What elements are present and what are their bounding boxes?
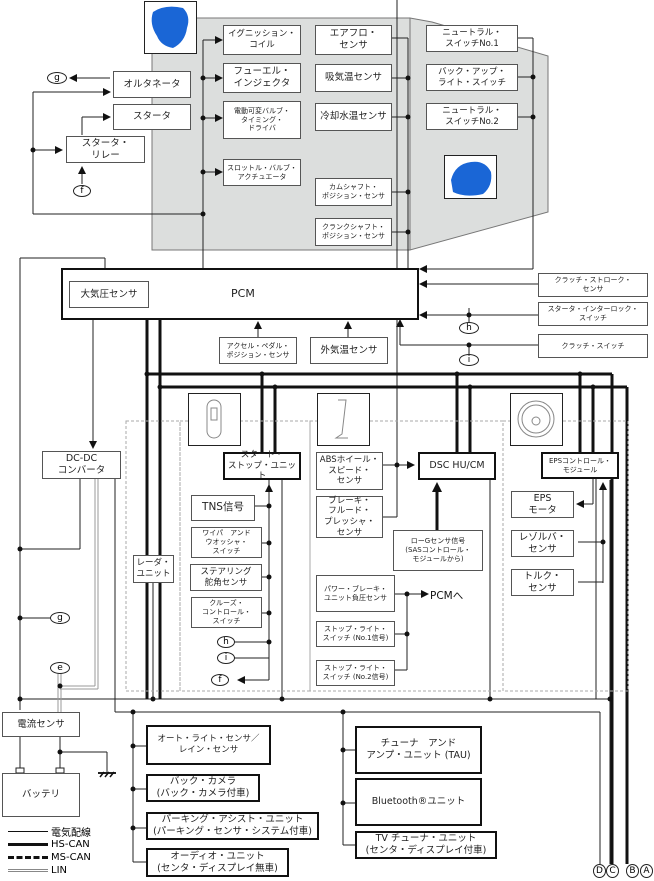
ambient-temp-sensor-box: 外気温センサ <box>310 337 388 364</box>
starter-relay-box: スタータ・ リレー <box>66 136 145 163</box>
abs-wheel-speed-sensor-box: ABSホイール・ スピード・ センサ <box>316 452 383 490</box>
auto-light-sensor-box: オート・ライト・センサ／ レイン・センサ <box>146 725 271 765</box>
ground-icon <box>99 771 115 778</box>
legend-label: 電気配線 <box>51 828 91 839</box>
back-camera-box: バック・カメラ (バック・カメラ付車) <box>146 774 260 802</box>
stop-light-switch-1-box: ストップ・ライト・ スイッチ (No.1信号) <box>316 621 395 647</box>
starter-box: スタータ <box>113 104 191 130</box>
brake-fluid-pressure-sensor-box: ブレーキ・ フルード・ プレッシャ・ センサ <box>316 496 383 538</box>
connector-A: A <box>640 864 653 878</box>
torque-sensor-box: トルク・ センサ <box>511 569 574 596</box>
fuel-injector-box: フューエル・ インジェクタ <box>223 63 301 93</box>
connector-f-body: f <box>211 674 229 686</box>
dsc-hu-cm-box: DSC HU/CM <box>418 452 496 480</box>
tns-signal-box: TNS信号 <box>191 495 255 521</box>
starter-interlock-switch-box: スタータ・インターロック・ スイッチ <box>538 302 648 326</box>
transmission-area <box>409 17 549 251</box>
connector-i-pcm: i <box>459 354 479 366</box>
transmission-image <box>444 155 497 199</box>
dcdc-converter-box: DC-DC コンバータ <box>42 451 121 479</box>
neutral-switch-2-box: ニュートラル・ スイッチNo.2 <box>426 103 518 130</box>
neutral-switch-1-box: ニュートラル・ スイッチNo.1 <box>426 25 518 52</box>
tau-box: チューナ アンド アンプ・ユニット (TAU) <box>355 726 482 774</box>
legend-hs-can: HS-CAN <box>8 838 91 851</box>
ignition-coil-box: イグニッション・ コイル <box>223 25 301 55</box>
wiper-switch-box: ワイパ アンド ウオッシャ・ スイッチ <box>191 527 262 558</box>
connector-C: C <box>606 864 619 878</box>
resolver-sensor-box: レゾルバ・ センサ <box>511 530 574 557</box>
legend: 電気配線 HS-CAN MS-CAN LIN <box>8 825 91 877</box>
cruise-control-switch-box: クルーズ・ コントロール・ スイッチ <box>191 597 262 628</box>
legend-lin: LIN <box>8 864 91 877</box>
to-pcm-label: PCMへ <box>430 590 464 602</box>
start-stop-unit-box: スタート・ ストップ・ユニット <box>223 450 301 481</box>
accel-pedal-sensor-box: アクセル・ペダル・ ポジション・センサ <box>219 337 297 364</box>
clutch-stroke-sensor-box: クラッチ・ストローク・ センサ <box>538 273 648 297</box>
legend-label: MS-CAN <box>51 852 91 863</box>
connector-h-body: h <box>217 636 235 648</box>
intake-temp-sensor-box: 吸気温センサ <box>315 64 392 92</box>
engine-image <box>144 1 197 54</box>
connector-g-left: g <box>50 612 70 624</box>
key-fob-icon <box>206 399 222 439</box>
low-g-sensor-signal-box: ローGセンサ信号 (SASコントロール・ モジュールから) <box>393 530 483 571</box>
eps-motor-box: EPS モータ <box>511 491 574 518</box>
connector-g-top: g <box>47 72 67 84</box>
legend-electric: 電気配線 <box>8 825 91 839</box>
throttle-actuator-box: スロットル・バルブ・ アクチュエータ <box>223 159 301 186</box>
connector-e: e <box>50 662 70 674</box>
connector-D: D <box>593 864 606 878</box>
parking-assist-unit-box: パーキング・アシスト・ユニット (パーキング・センサ・システム付車) <box>146 812 319 840</box>
legend-label: HS-CAN <box>51 839 90 850</box>
engine-icon <box>151 6 189 48</box>
camshaft-sensor-box: カムシャフト・ ポジション・センサ <box>315 178 392 206</box>
vvt-driver-box: 電動可変バルブ・ タイミング・ ドライバ <box>223 101 301 139</box>
baro-sensor-box: 大気圧センサ <box>69 281 149 308</box>
crankshaft-sensor-box: クランクシャフト・ ポジション・センサ <box>315 218 392 246</box>
eps-control-module-box: EPSコントロール・ モジュール <box>541 452 619 479</box>
brake-pedal-image <box>317 393 370 446</box>
airflow-sensor-box: エアフロ・ センサ <box>315 25 392 55</box>
vacuum-sensor-box: パワー・ブレーキ・ ユニット負圧センサ <box>316 575 395 612</box>
brake-pedal-icon <box>334 399 348 439</box>
current-sensor-box: 電流センサ <box>2 712 80 737</box>
connector-f-top: f <box>73 185 91 197</box>
legend-label: LIN <box>51 865 68 876</box>
alternator-box: オルタネータ <box>113 71 191 98</box>
pcm-box: 大気圧センサ PCM <box>61 268 419 320</box>
tv-tuner-unit-box: TV チューナ・ユニット (センタ・ディスプレイ付車) <box>355 831 497 859</box>
clutch-switch-box: クラッチ・スイッチ <box>538 334 648 358</box>
connector-h-pcm: h <box>459 322 479 334</box>
battery-box: バッテリ <box>2 773 80 817</box>
backup-light-switch-box: バック・アップ・ ライト・スイッチ <box>426 64 518 91</box>
connector-i-body: i <box>217 652 235 664</box>
connector-B: B <box>626 864 639 878</box>
stop-light-switch-2-box: ストップ・ライト・ スイッチ (No.2信号) <box>316 660 395 686</box>
audio-unit-box: オーディオ・ユニット (センタ・ディスプレイ無車) <box>146 848 289 877</box>
legend-ms-can: MS-CAN <box>8 851 91 864</box>
key-fob-image <box>188 393 241 446</box>
steering-wheel-image <box>510 393 563 446</box>
radar-unit-box: レーダ・ ユニット <box>133 555 174 583</box>
steering-wheel-icon <box>517 400 555 438</box>
transmission-icon <box>451 161 492 196</box>
pcm-title: PCM <box>231 287 255 300</box>
steering-angle-sensor-box: ステアリング 舵角センサ <box>190 564 262 591</box>
coolant-temp-sensor-box: 冷却水温センサ <box>315 103 392 131</box>
bluetooth-unit-box: Bluetooth®ユニット <box>355 778 482 826</box>
